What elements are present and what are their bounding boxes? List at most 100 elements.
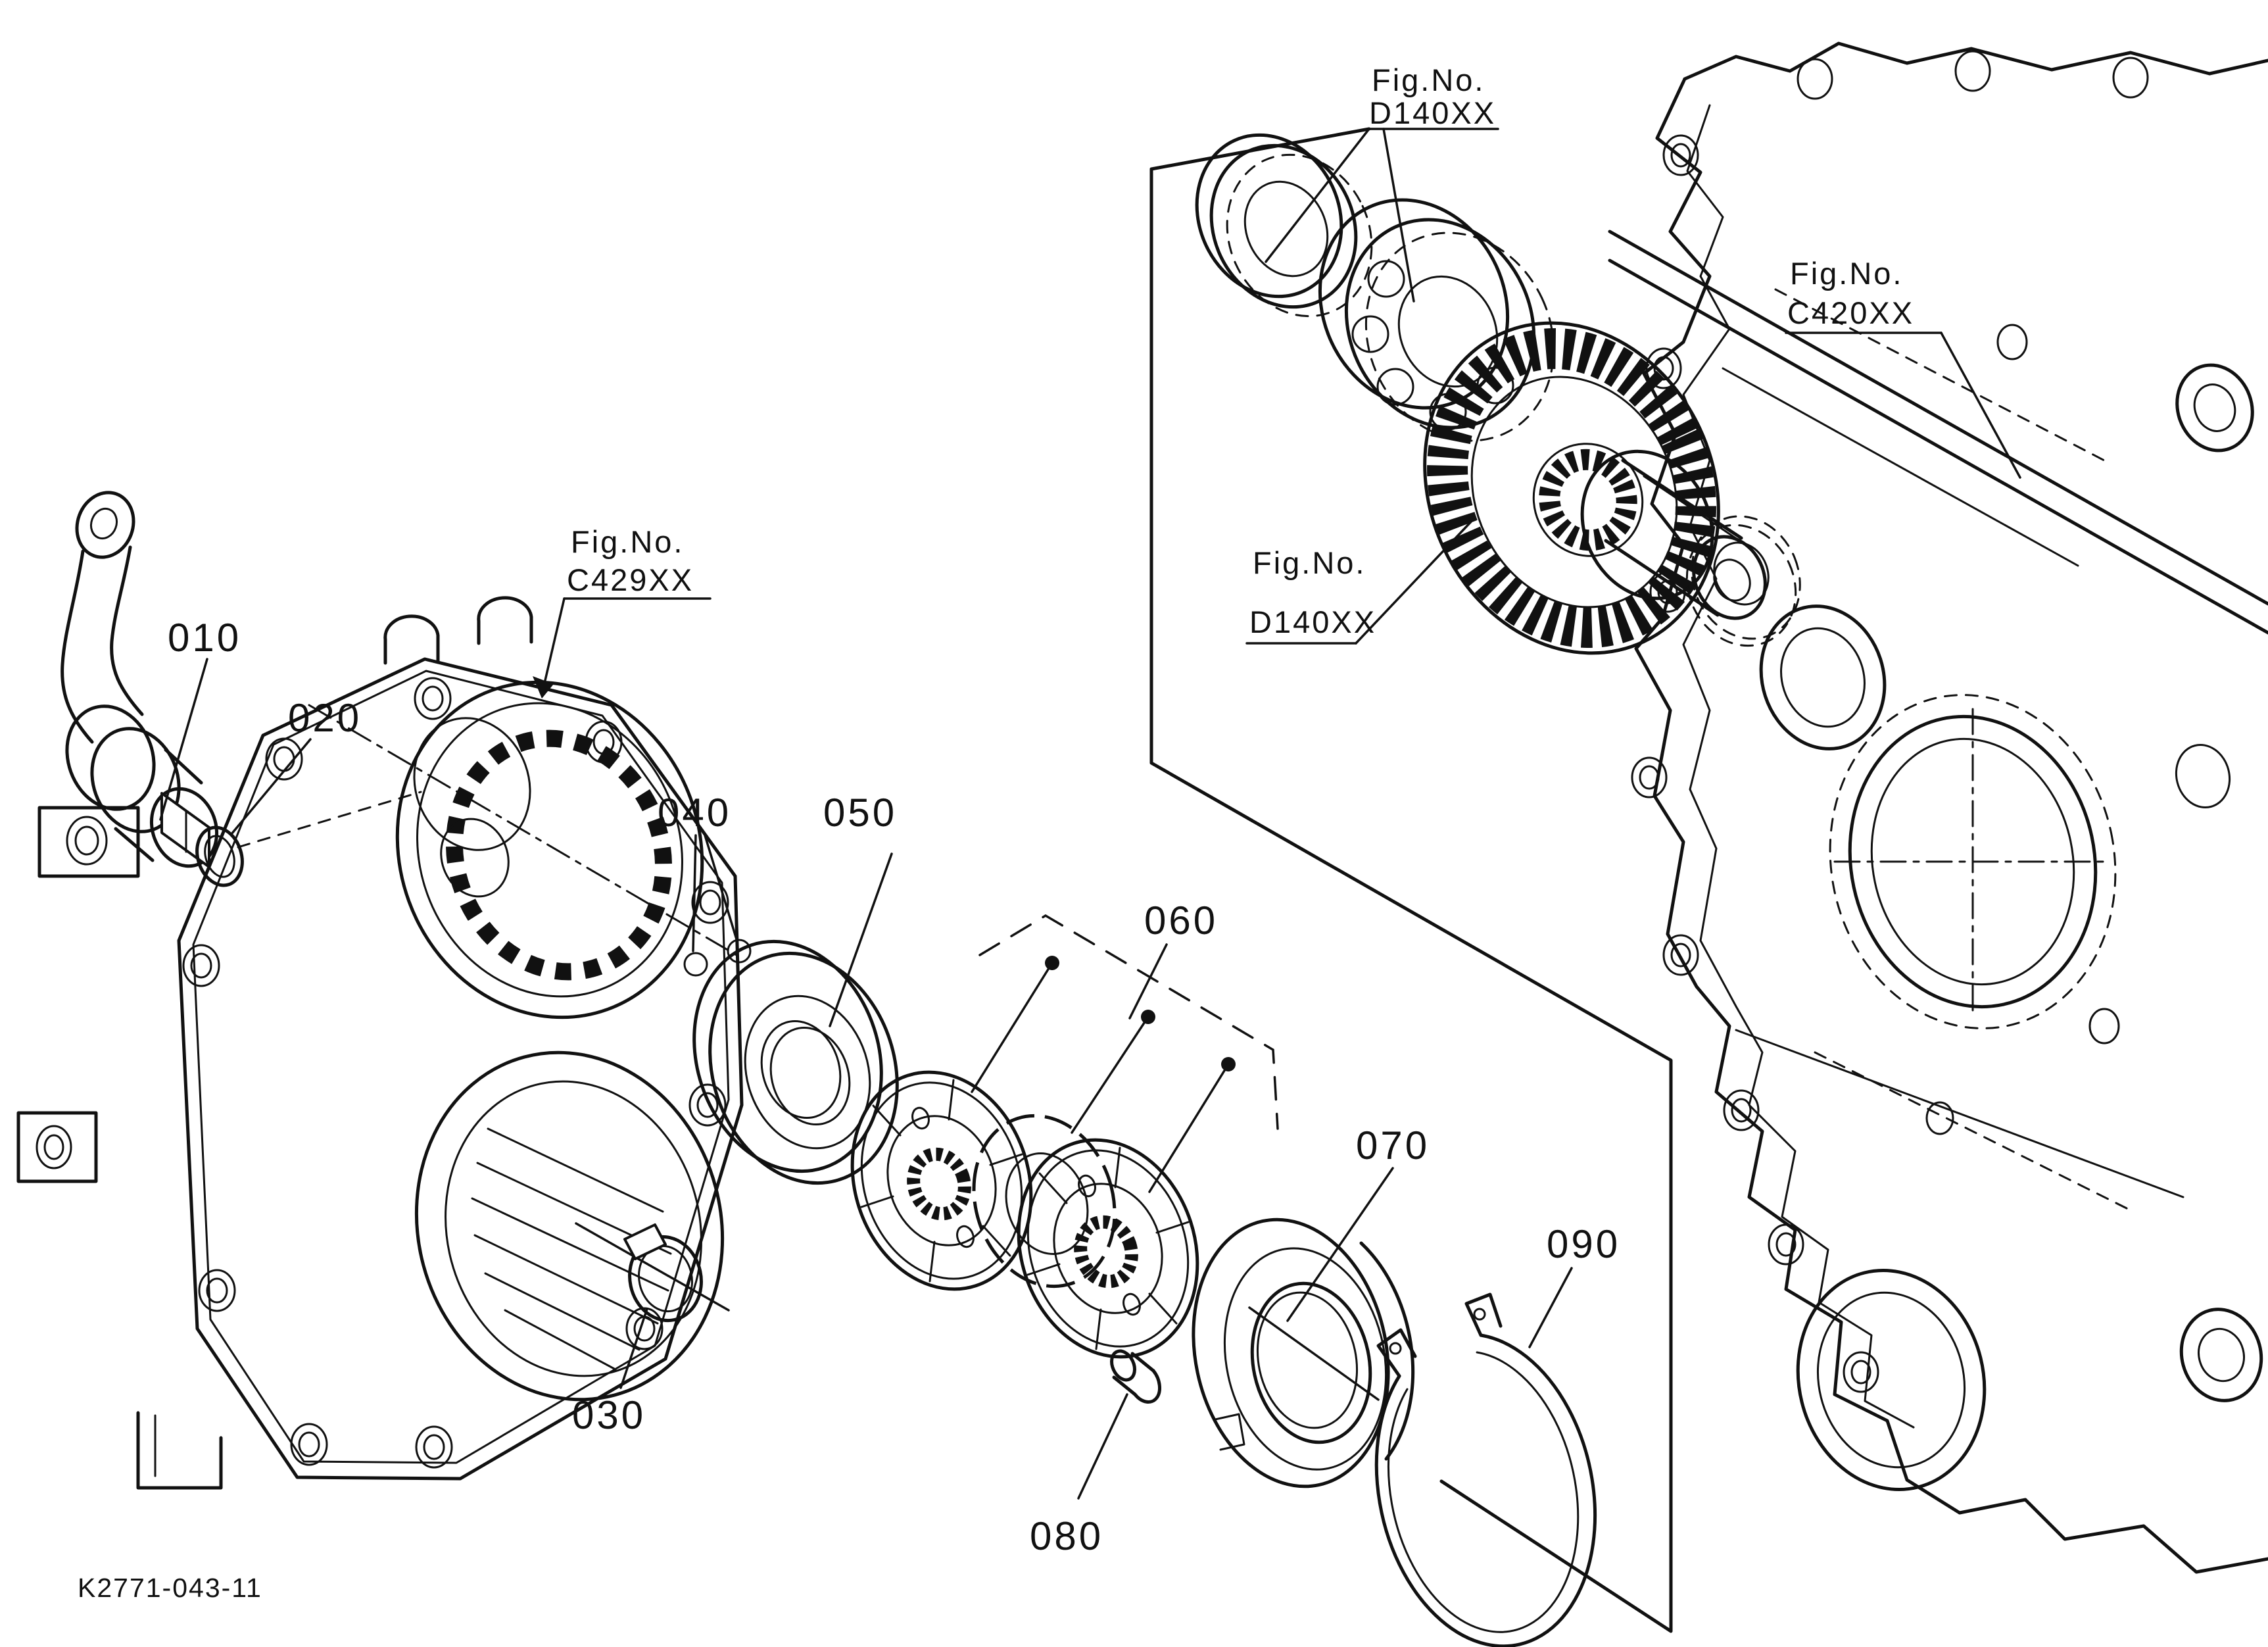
disc-pack-dashed-bracket — [978, 914, 1279, 1130]
seal-outer — [1209, 143, 1358, 309]
cover-upper-ribs — [446, 729, 672, 981]
disc2-spokes — [1026, 1146, 1190, 1350]
drawing-code: K2771-043-11 — [78, 1573, 262, 1603]
oring-inner — [204, 835, 235, 878]
fig-cover-arrowhead — [533, 676, 554, 699]
gear-shaft-groove — [1643, 475, 1750, 549]
disc2-outer — [1017, 1138, 1199, 1359]
transmission-case — [1608, 41, 2268, 1574]
case-outline — [1683, 41, 2268, 81]
cam-bore-back — [760, 1020, 842, 1119]
part-070-callout: 070 — [1286, 1123, 1427, 1322]
cover-axis-line — [308, 704, 738, 956]
pin-side-b — [1130, 1352, 1155, 1373]
cover-oring-axis — [237, 791, 422, 848]
figure-boundary-line — [1149, 127, 1673, 1633]
fig-case-leader — [1940, 332, 2021, 479]
cam-bore-front — [769, 1026, 851, 1126]
friction-disc-2 — [1017, 1138, 1199, 1359]
fig-top-line2: D140XX — [1369, 95, 1496, 130]
separator-notched-edge — [972, 1114, 1117, 1289]
part-030-callout: 030 — [572, 1308, 648, 1437]
gear-shaft-bottom-edge — [1604, 539, 1720, 617]
case-rib-line — [1722, 367, 2079, 567]
cam-hub — [744, 995, 871, 1150]
part-020-callout: 020 — [230, 696, 359, 835]
disc1-spline-bore — [907, 1147, 971, 1221]
snapring090-hole-left — [1389, 1342, 1402, 1355]
lever-arm-right-edge — [110, 545, 144, 716]
steel-balls — [683, 939, 752, 977]
friction-disc-1 — [850, 1070, 1033, 1291]
leader-010 — [159, 658, 208, 821]
case-bolt-holes — [1631, 50, 2149, 1393]
disc1-hole-a — [911, 1106, 930, 1130]
seal-outer-back — [1195, 133, 1343, 299]
disc1-hole-b — [956, 1225, 975, 1248]
cover-outline — [177, 657, 744, 1481]
part-010-callout: 010 — [159, 616, 239, 821]
brake-pin — [1110, 1349, 1161, 1404]
part-label-030: 030 — [572, 1393, 646, 1437]
cover-upper-opening-inner — [416, 702, 683, 998]
gear-teeth-root — [1470, 376, 1678, 608]
transmission-cover — [16, 596, 744, 1490]
gear-hub-outer — [1532, 443, 1644, 557]
snap-ring-030 — [623, 1223, 703, 1323]
lever-shaft-top — [164, 748, 203, 785]
oring-outer — [195, 825, 244, 887]
disc2-hole-b — [1122, 1292, 1141, 1316]
fig-ref-cover: Fig.No. C429XX — [533, 524, 712, 699]
cover-lower-opening — [414, 1050, 725, 1402]
gear-shaft-hidden — [1685, 524, 1797, 647]
gear-teeth-ring — [1427, 328, 1716, 649]
leader-090 — [1528, 1267, 1573, 1348]
cover-gasket-line — [192, 670, 730, 1464]
gear-shaft-end-bore — [1713, 558, 1751, 602]
part-050-callout: 050 — [823, 791, 897, 1027]
seal-inner — [1243, 180, 1329, 278]
leader-060 — [1128, 943, 1168, 1020]
cam-back — [692, 939, 883, 1173]
cover-left-lug-upper — [37, 806, 140, 878]
fig-top-leader-seal — [1265, 128, 1370, 263]
lever-eye — [75, 491, 135, 559]
part-label-040: 040 — [658, 791, 731, 835]
fig-ref-case: Fig.No. C420XX — [1785, 256, 2021, 479]
cover-upper-bore-small — [440, 818, 510, 898]
fig-gear-line1: Fig.No. — [1253, 545, 1366, 580]
leader-030 — [619, 1308, 648, 1389]
lever-shaft-end — [149, 787, 219, 868]
case-bottom-bore — [1796, 1269, 1987, 1491]
fig-ref-top-bearing: Fig.No. D140XX — [1265, 62, 1499, 303]
case-main-bore — [1848, 714, 2098, 1009]
cover-top-bosses — [383, 596, 533, 665]
steel-ball-1 — [683, 952, 708, 977]
leader-080 — [1077, 1393, 1128, 1500]
cover-upper-bore — [413, 717, 531, 851]
dot-leader-1 — [971, 962, 1053, 1093]
part-label-080: 080 — [1030, 1514, 1103, 1558]
case-mid-bore — [1759, 604, 1887, 750]
part-040-callout: 040 — [658, 791, 738, 952]
case-hidden-line-2 — [1814, 1051, 2132, 1212]
bearing-balls — [1351, 260, 1514, 431]
part-090-callout: 090 — [1528, 1222, 1618, 1348]
separator-plate — [972, 1114, 1117, 1289]
leader-040-a — [692, 834, 697, 952]
pin-end — [1110, 1349, 1136, 1382]
disc1-spokes — [860, 1079, 1023, 1283]
lever-boss-back — [65, 704, 156, 811]
holder-outer — [1192, 1217, 1390, 1488]
o-ring — [195, 825, 244, 887]
part-label-050: 050 — [823, 791, 897, 835]
dot-leader-2 — [1071, 1016, 1149, 1134]
snapring090-outer — [1374, 1333, 1597, 1647]
snapring090-inner — [1387, 1351, 1580, 1633]
fig-cover-line2: C429XX — [567, 562, 694, 597]
steel-ball-2 — [727, 939, 752, 964]
gear-hub-splines — [1539, 449, 1637, 551]
cam-front — [708, 951, 899, 1185]
leader-070 — [1286, 1167, 1394, 1322]
